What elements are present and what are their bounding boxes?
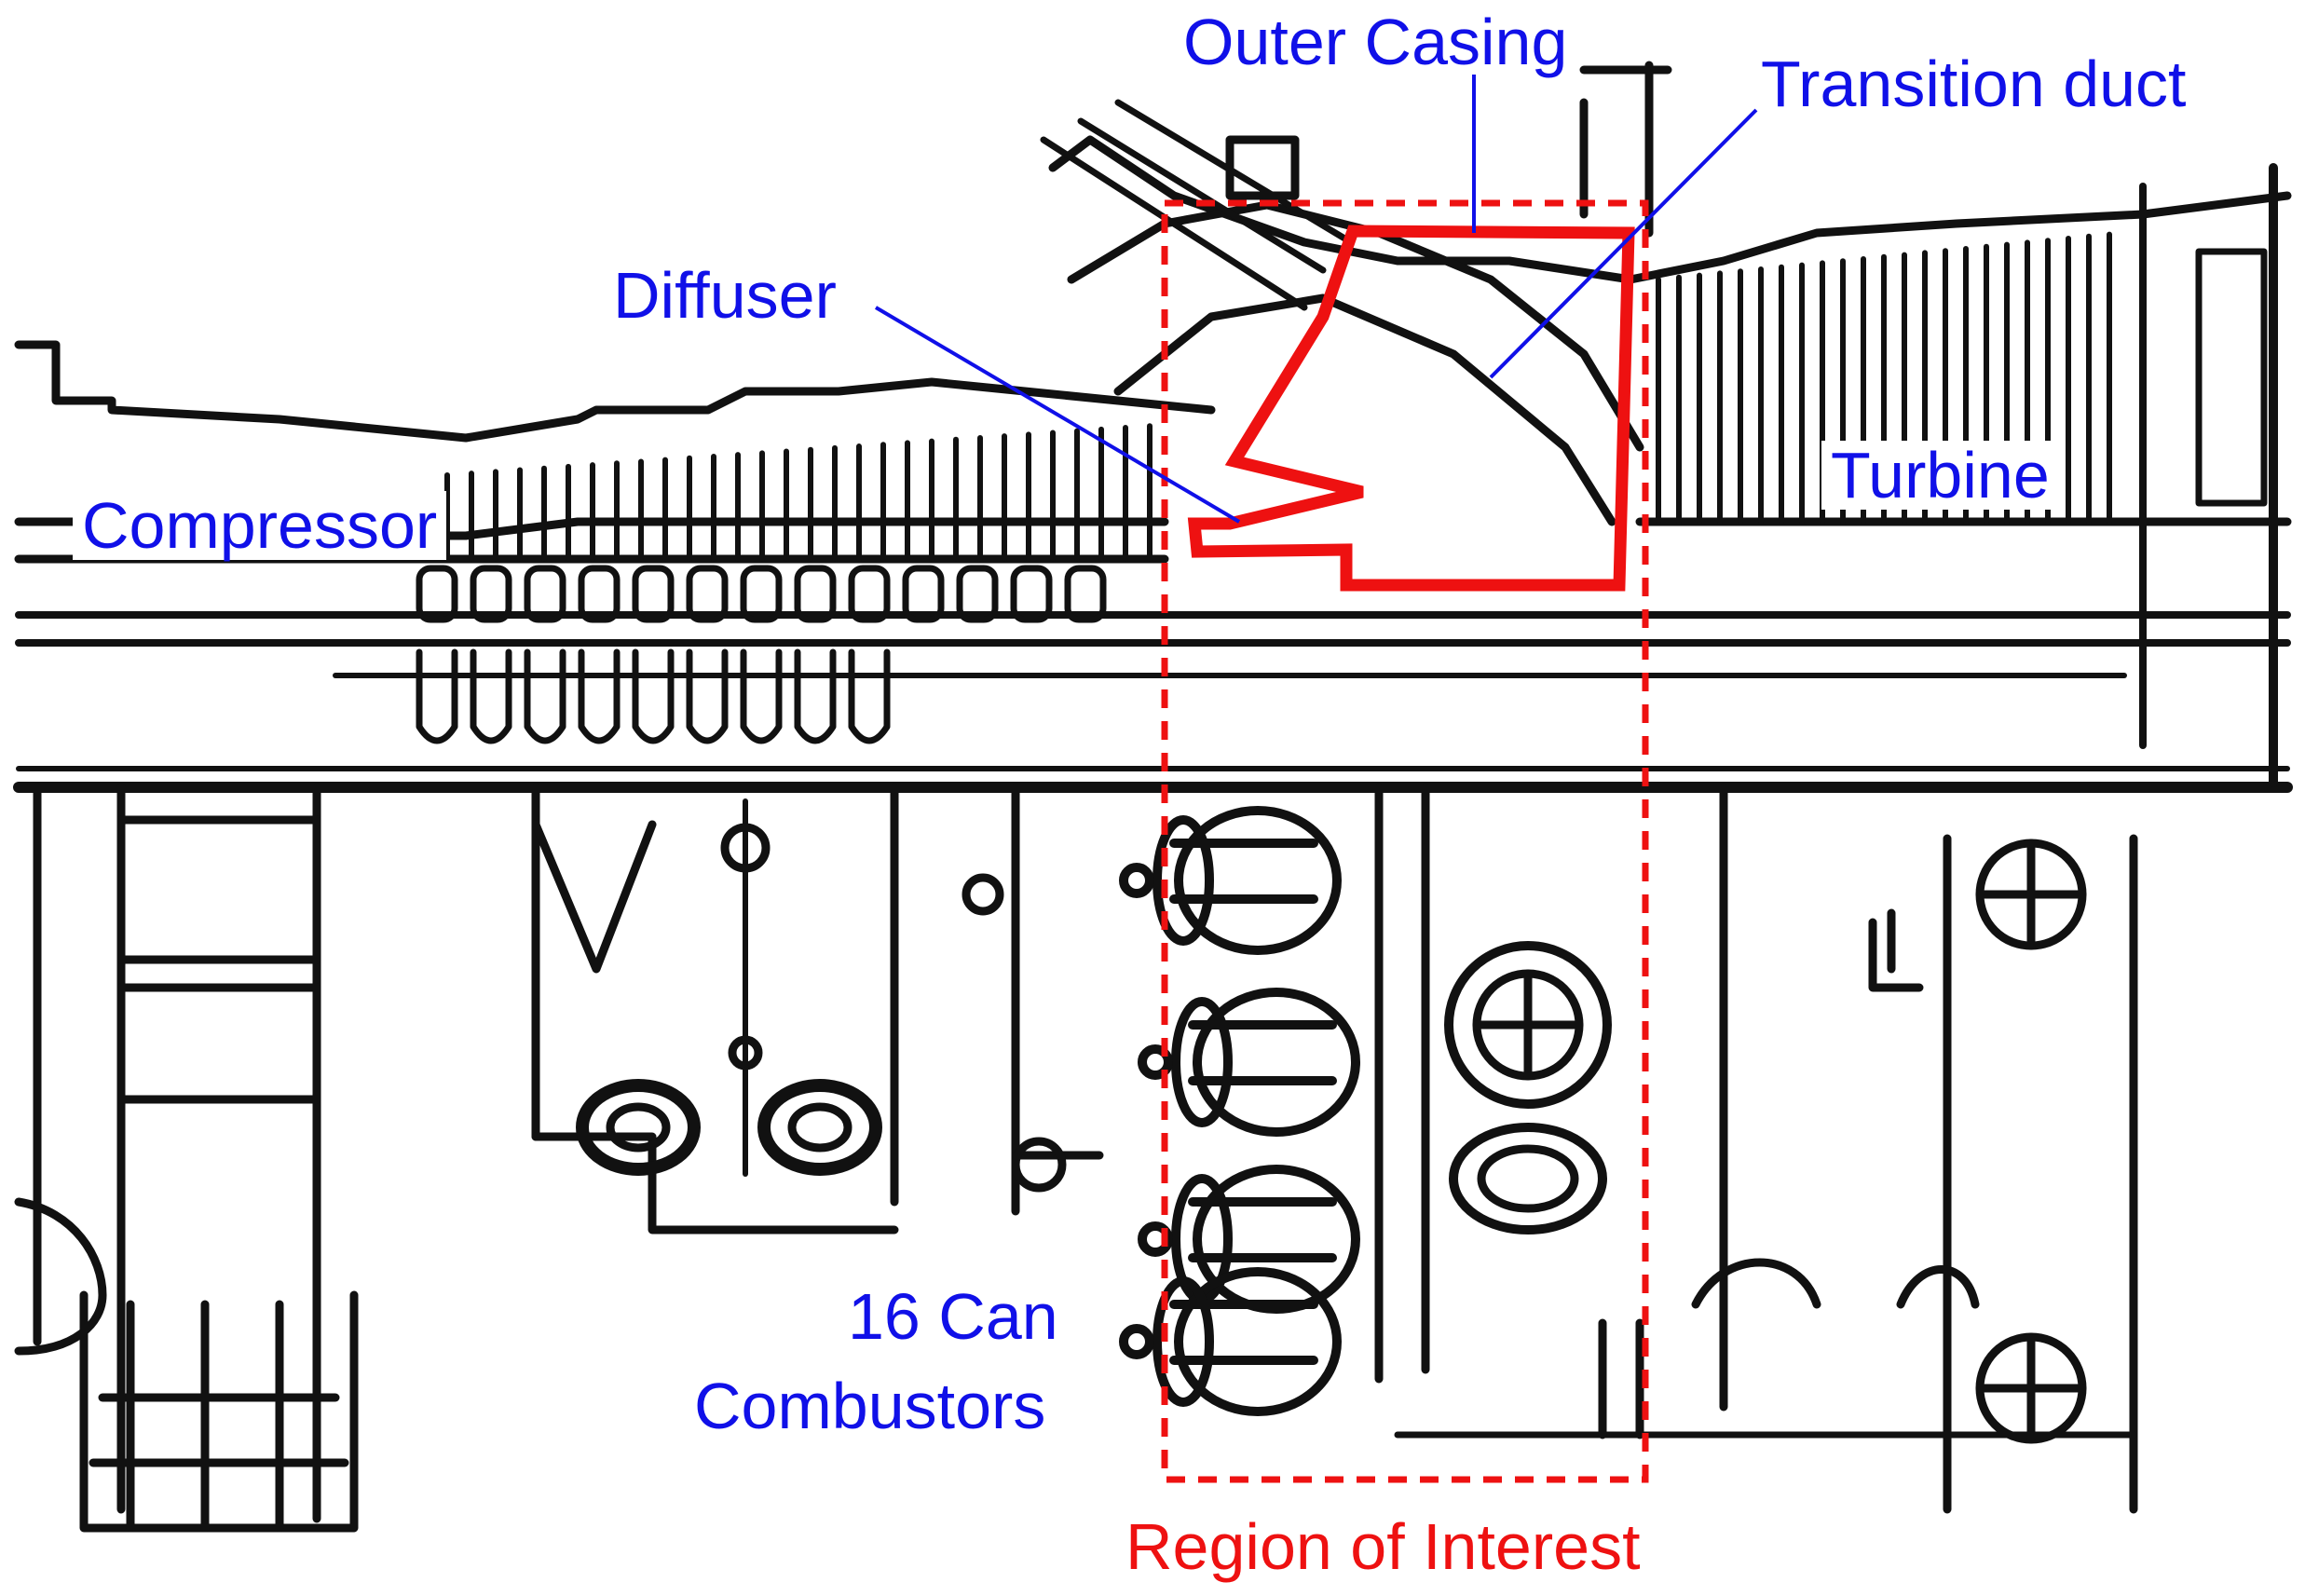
diffuser-leader [874, 306, 1241, 524]
turbine-label: Turbine [1821, 441, 2059, 510]
combustors-label-line2: Combustors [694, 1370, 1046, 1442]
compressor-label: Compressor [73, 491, 447, 560]
diffuser-label: Diffuser [613, 259, 837, 332]
transition-duct-leader [1489, 108, 1758, 379]
combustors-label-line1: 16 Can [848, 1280, 1058, 1353]
outer-casing-label: Outer Casing [1183, 6, 1568, 78]
region-of-interest-label: Region of Interest [1125, 1510, 1641, 1583]
transition-duct-outline [1187, 225, 1635, 592]
region-of-interest-box [1161, 199, 1649, 1483]
transition-duct-label: Transition duct [1761, 48, 2187, 120]
